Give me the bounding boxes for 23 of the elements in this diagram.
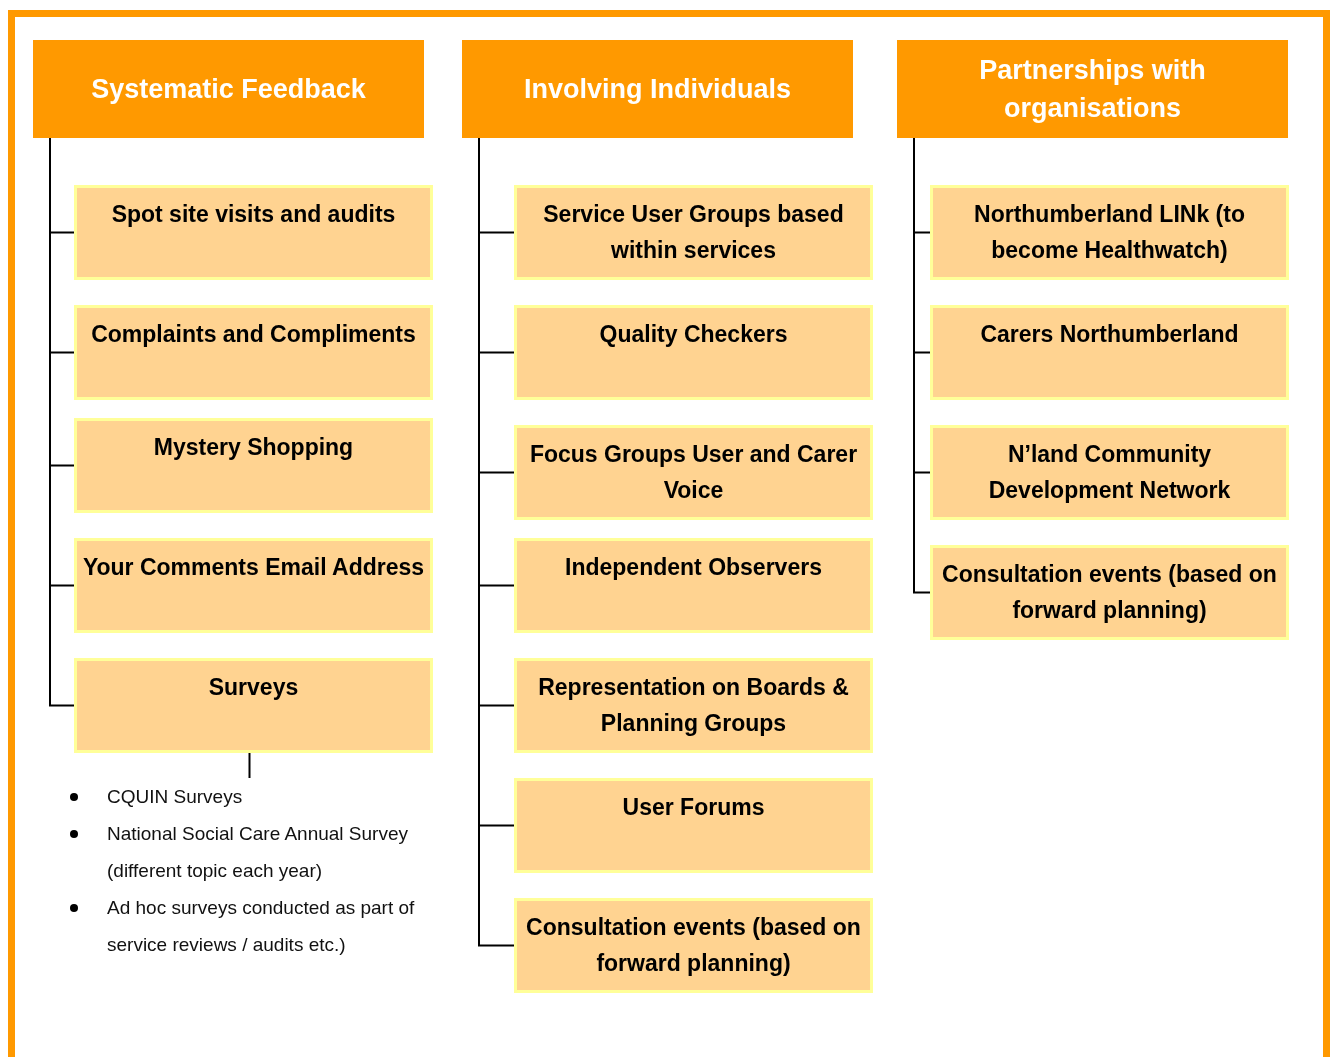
bullet-text: Ad hoc surveys conducted as part of service reviews / audits etc.) (107, 896, 416, 957)
category-box: Mystery Shopping (74, 418, 433, 513)
column-header: Systematic Feedback (33, 40, 424, 138)
category-box: Independent Observers (514, 538, 873, 633)
category-box: Consultation events (based on forward planning) (930, 545, 1289, 640)
category-box: Surveys (74, 658, 433, 753)
connector-line (248, 752, 251, 779)
category-box: Northumberland LINk (to become Healthwatch) (930, 185, 1289, 280)
category-box: Representation on Boards & Planning Groups (514, 658, 873, 753)
category-box: Carers Northumberland (930, 305, 1289, 400)
category-box: Focus Groups User and Carer Voice (514, 425, 873, 520)
category-box: Spot site visits and audits (74, 185, 433, 280)
category-box: User Forums (514, 778, 873, 873)
category-box: Your Comments Email Address (74, 538, 433, 633)
column-header: Partnerships with organisations (897, 40, 1288, 138)
category-box: Complaints and Compliments (74, 305, 433, 400)
category-box: Quality Checkers (514, 305, 873, 400)
column-header: Involving Individuals (462, 40, 853, 138)
bullet-text: National Social Care Annual Survey (different topic each year) (107, 822, 409, 883)
category-box: N’land Community Development Network (930, 425, 1289, 520)
category-box: Service User Groups based within services (514, 185, 873, 280)
category-box: Consultation events (based on forward planning) (514, 898, 873, 993)
bullet-text: CQUIN Surveys (107, 785, 243, 809)
